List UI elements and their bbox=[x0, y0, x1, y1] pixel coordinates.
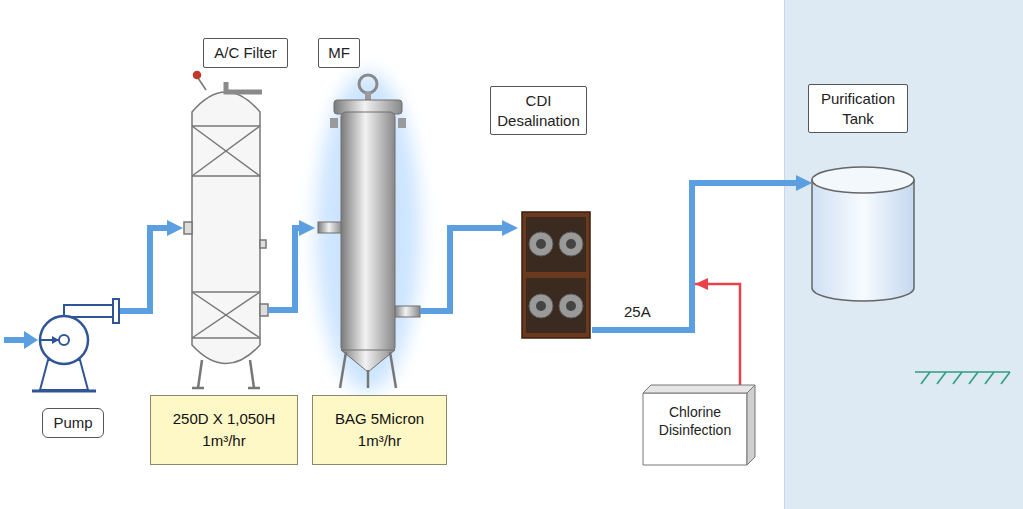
cdi-cell-core bbox=[536, 239, 546, 249]
outlet-nozzle bbox=[394, 306, 420, 317]
pump-symbol bbox=[4, 299, 119, 391]
ground-hatch bbox=[953, 372, 962, 384]
tank-unit: Purification Tank bbox=[812, 84, 914, 296]
housing-glow bbox=[316, 72, 420, 392]
component-label: MF bbox=[318, 38, 360, 68]
ground-hatch bbox=[969, 372, 978, 384]
ground-hatch bbox=[921, 372, 930, 384]
cdi-frame bbox=[522, 212, 590, 338]
component-label: A/C Filter bbox=[203, 38, 288, 68]
dosing-box: Chlorine Disinfection bbox=[643, 385, 755, 465]
pipe-size-label: 25A bbox=[624, 302, 651, 322]
pump-unit: Pump bbox=[28, 288, 120, 448]
component-name: CDI Desalination bbox=[496, 91, 581, 130]
cdi-cell-core bbox=[566, 239, 576, 249]
impeller-arrow bbox=[52, 336, 59, 344]
vessel-foot bbox=[192, 387, 204, 390]
ground-symbol bbox=[915, 372, 1010, 384]
gauge bbox=[194, 72, 201, 79]
top-pipe bbox=[226, 82, 262, 92]
inlet-arrowhead bbox=[24, 331, 38, 349]
ground-hatch bbox=[937, 372, 946, 384]
side-port bbox=[260, 240, 266, 248]
component-name: Purification Tank bbox=[814, 89, 902, 128]
panel-edge bbox=[784, 0, 785, 509]
filter-unit: A/C Filter bbox=[183, 38, 268, 388]
lid-clamp bbox=[398, 118, 406, 128]
box-top bbox=[643, 385, 755, 393]
pump-shaft bbox=[59, 335, 69, 345]
spec-text: 250D X 1,050H 1m³/hr bbox=[161, 408, 287, 452]
cdi-module bbox=[526, 217, 586, 272]
flow-pipe bbox=[120, 228, 171, 311]
housing-bottom bbox=[341, 350, 395, 372]
vessel-line bbox=[192, 291, 260, 293]
vessel-line bbox=[192, 125, 260, 127]
cdi-cell bbox=[529, 294, 553, 318]
pump-casing bbox=[40, 316, 88, 364]
connector-group bbox=[120, 183, 804, 385]
cdi-module bbox=[526, 278, 586, 333]
flow-pipe bbox=[268, 228, 303, 310]
vessel-line bbox=[192, 337, 260, 339]
housing-leg bbox=[340, 352, 346, 388]
cdi-unit bbox=[522, 212, 590, 338]
gauge-stem bbox=[198, 78, 206, 90]
component-label: Purification Tank bbox=[808, 84, 908, 133]
background-panel bbox=[784, 0, 1023, 509]
housing-leg bbox=[367, 370, 370, 388]
outlet-nozzle bbox=[260, 304, 268, 316]
pump-flange bbox=[113, 299, 119, 323]
flow-pipe bbox=[592, 183, 800, 330]
vessel-leg bbox=[250, 360, 254, 388]
cdi-cell-core bbox=[536, 301, 546, 311]
ground-hatch bbox=[1001, 372, 1010, 384]
vessel-body bbox=[192, 92, 260, 364]
component-label: Pump bbox=[42, 408, 104, 438]
housing-leg bbox=[390, 352, 396, 388]
tank-body bbox=[812, 180, 914, 301]
box-side bbox=[747, 385, 755, 465]
dosing-arrowhead bbox=[695, 278, 708, 290]
inlet-pipe bbox=[4, 337, 26, 343]
tank-top bbox=[812, 167, 914, 193]
lid-clamp bbox=[330, 118, 338, 128]
pump-outlet bbox=[64, 305, 114, 317]
component-label: CDI Desalination bbox=[490, 86, 587, 135]
media-cross bbox=[192, 292, 260, 338]
vessel-foot bbox=[248, 387, 260, 390]
component-name: MF bbox=[324, 43, 354, 63]
cdi-cell-core bbox=[566, 301, 576, 311]
pump-foot bbox=[32, 390, 96, 393]
media-cross bbox=[192, 292, 260, 338]
media-cross bbox=[192, 126, 260, 176]
tank-symbol bbox=[812, 167, 914, 301]
bag-filter-housing bbox=[316, 72, 420, 392]
component-name: A/C Filter bbox=[209, 43, 282, 63]
filter-unit: MF bbox=[315, 38, 420, 388]
flow-pipe bbox=[420, 228, 506, 311]
cdi-cell bbox=[559, 232, 583, 256]
ground-hatch bbox=[985, 372, 994, 384]
lid-ring bbox=[359, 75, 377, 93]
spec-text: BAG 5Micron 1m³/hr bbox=[323, 408, 436, 452]
component-name: Chlorine Disinfection bbox=[649, 403, 741, 439]
box-front bbox=[643, 393, 747, 465]
vessel-leg bbox=[198, 360, 202, 388]
inlet-nozzle bbox=[318, 222, 342, 233]
housing-body bbox=[341, 112, 395, 352]
spec-box: 250D X 1,050H 1m³/hr bbox=[150, 395, 298, 465]
desalination-unit: CDI Desalination bbox=[518, 86, 592, 340]
spec-box: BAG 5Micron 1m³/hr bbox=[312, 395, 447, 465]
inlet-nozzle bbox=[184, 222, 192, 234]
component-name: Pump bbox=[48, 413, 98, 433]
box-content: Chlorine Disinfection bbox=[643, 385, 755, 449]
cdi-cell bbox=[529, 232, 553, 256]
cdi-cell bbox=[559, 294, 583, 318]
dosing-line bbox=[692, 183, 804, 385]
vessel-line bbox=[192, 175, 260, 177]
media-cross bbox=[192, 126, 260, 176]
carbon-filter-vessel bbox=[184, 72, 268, 389]
